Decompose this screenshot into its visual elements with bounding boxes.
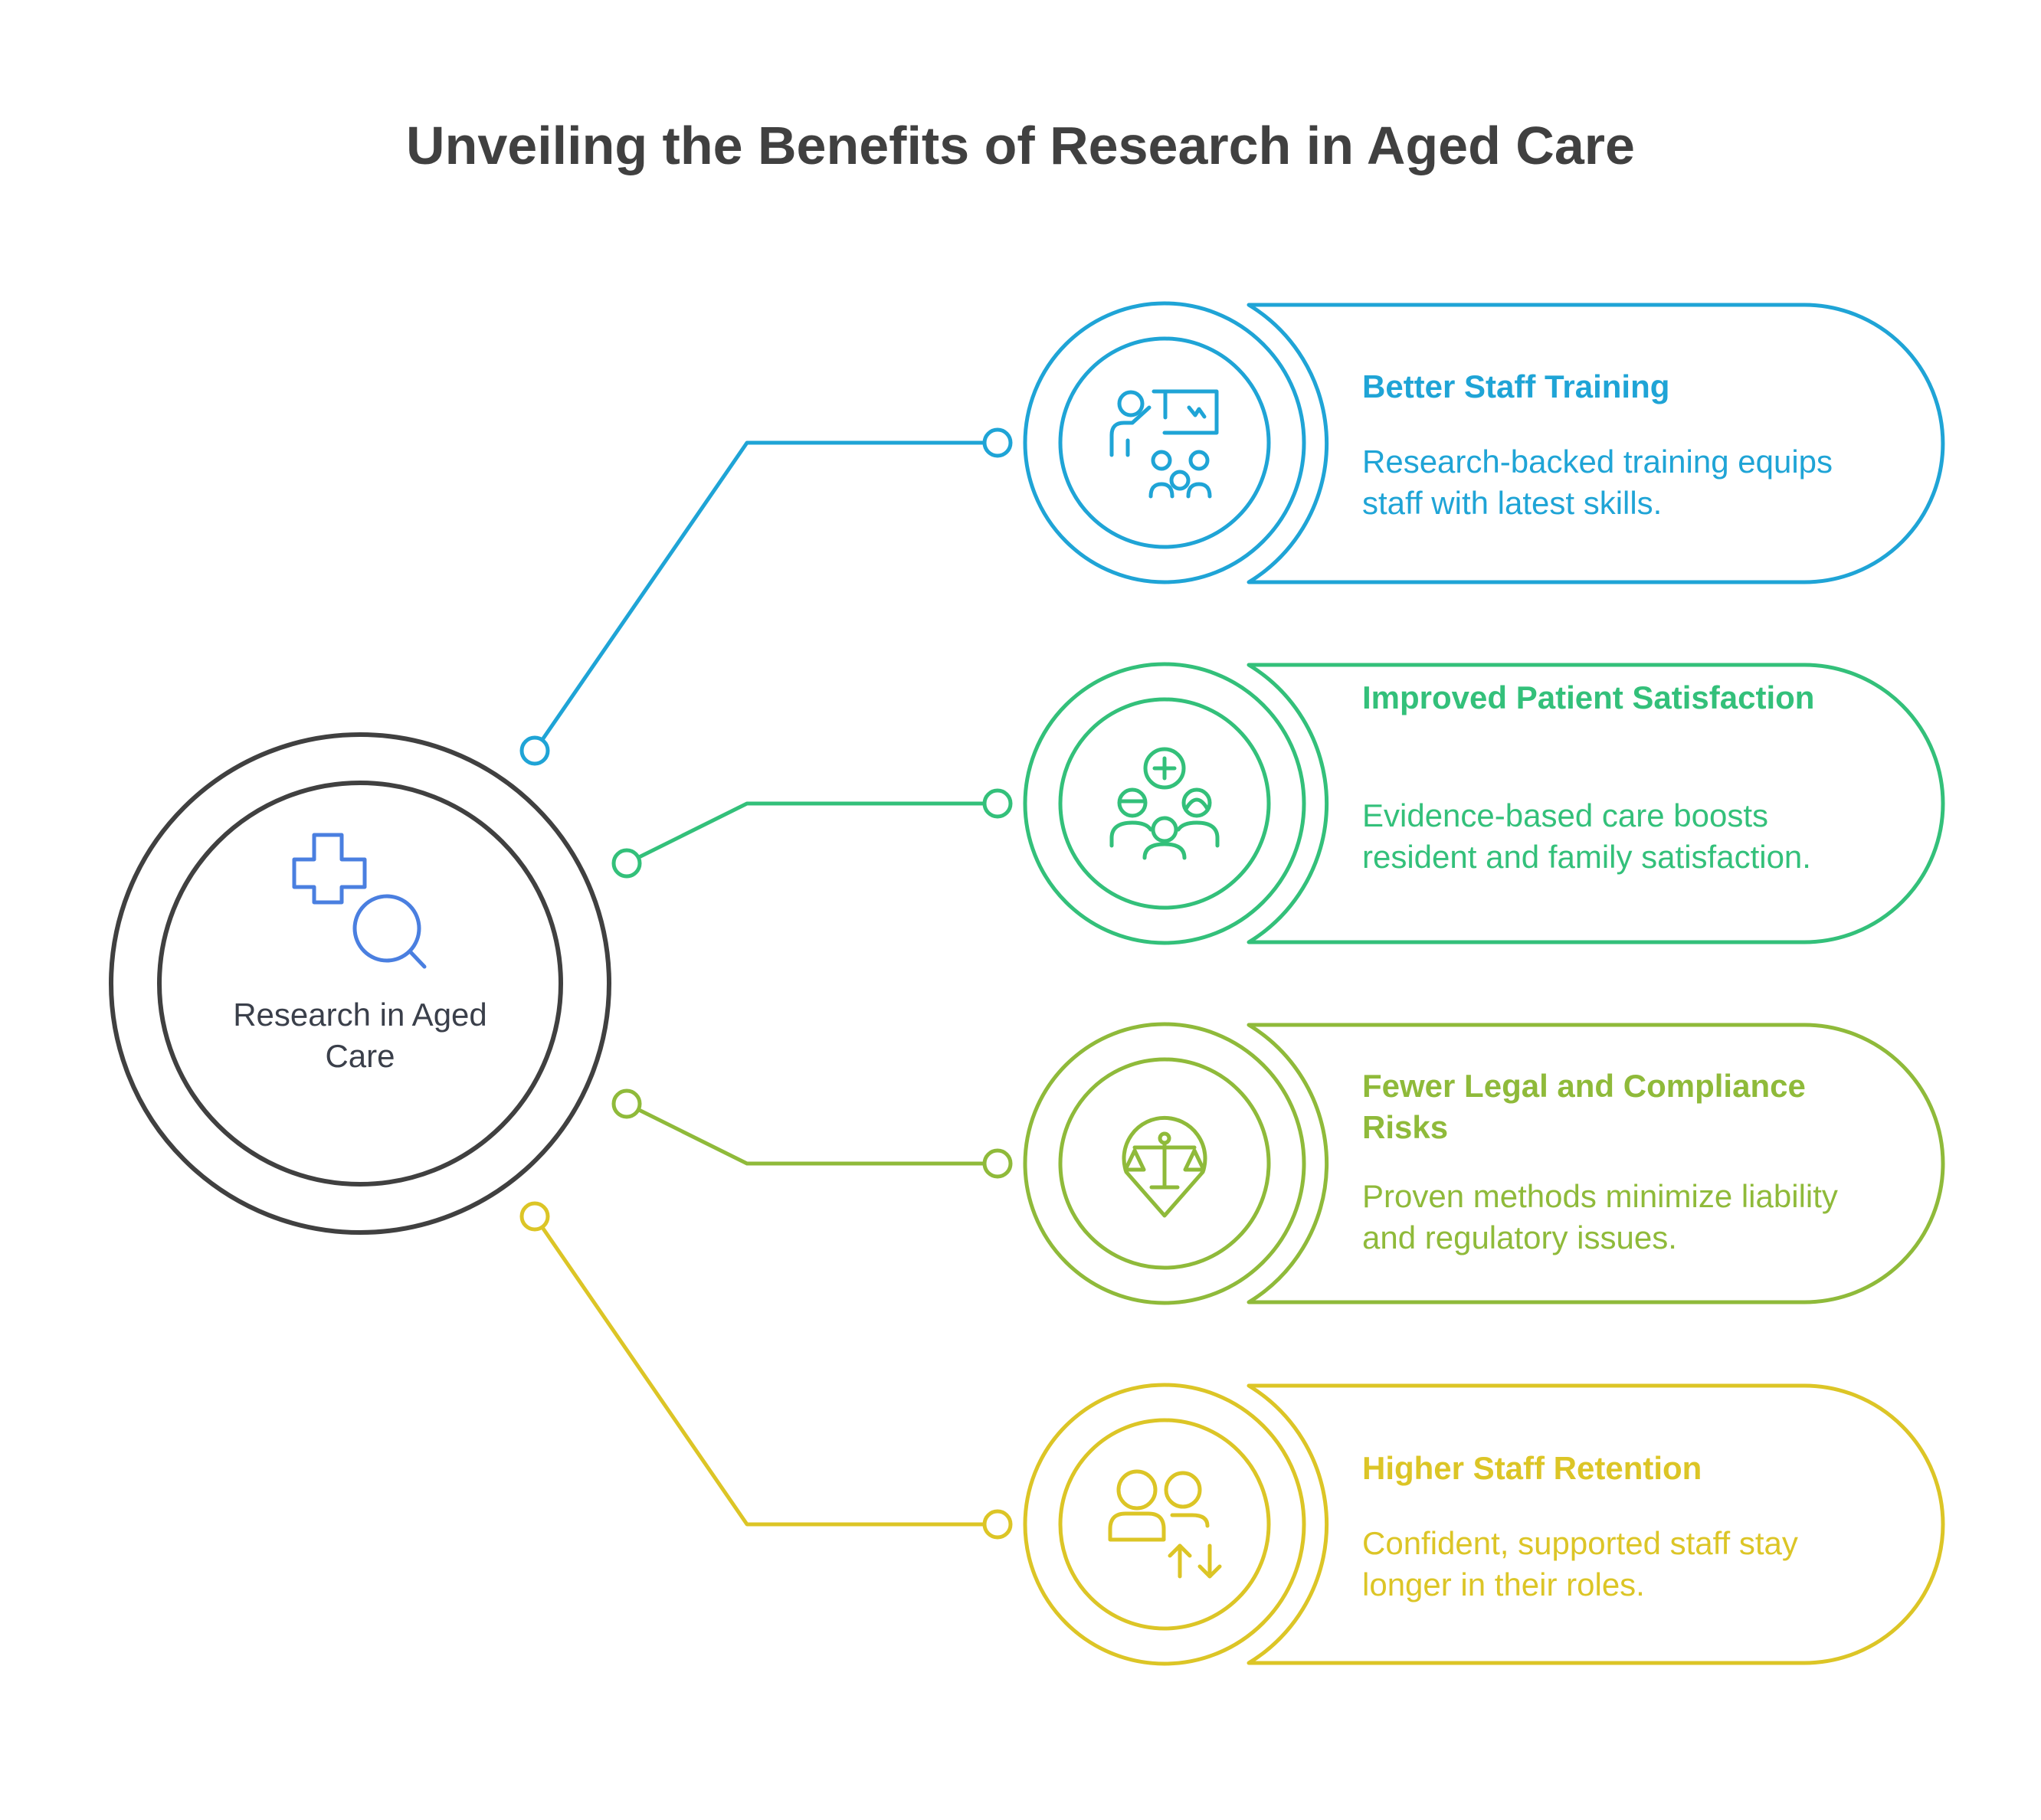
icon-outer-ring-4 [1023, 1383, 1306, 1666]
item-title-3: Fewer Legal and Compliance Risks [1362, 1068, 1806, 1145]
icon-inner-ring-2 [1058, 697, 1271, 910]
connector-dot-start-2 [611, 848, 642, 879]
card-outline-3 [1247, 1023, 1945, 1304]
card-outline-2 [1247, 663, 1945, 944]
hub-label: Research in Aged Care [233, 997, 487, 1074]
item-description-3: Proven methods minimize liability and re… [1362, 1178, 1838, 1255]
item-description-4: Confident, supported staff stay longer i… [1362, 1525, 1798, 1602]
page-title: Unveiling the Benefits of Research in Ag… [406, 116, 1635, 175]
connector-dot-end-4 [982, 1509, 1013, 1540]
icon-inner-ring-3 [1058, 1057, 1271, 1270]
connector-dot-start-3 [611, 1088, 642, 1119]
teacher-presentation-icon [1109, 389, 1219, 499]
item-description-1: Research-backed training equips staff wi… [1362, 444, 1833, 521]
card-outline-1 [1247, 303, 1945, 584]
icon-inner-ring-4 [1058, 1418, 1271, 1631]
icon-outer-ring-2 [1023, 662, 1306, 945]
item-title-2: Improved Patient Satisfaction [1362, 679, 1815, 715]
connector-line-4 [532, 1215, 998, 1527]
connector-dot-end-2 [982, 788, 1013, 819]
staff-exchange-icon [1108, 1469, 1222, 1579]
connector-dot-end-3 [982, 1148, 1013, 1179]
icon-outer-ring-3 [1023, 1022, 1306, 1305]
item-title-1: Better Staff Training [1362, 368, 1670, 404]
connector-dot-end-1 [982, 427, 1013, 458]
connector-line-1 [532, 440, 998, 752]
icon-outer-ring-1 [1023, 301, 1306, 584]
legal-scale-icon [1122, 1115, 1207, 1218]
item-description-2: Evidence-based care boosts resident and … [1362, 797, 1811, 875]
icon-inner-ring-1 [1058, 336, 1271, 549]
item-title-4: Higher Staff Retention [1362, 1450, 1702, 1486]
connector-line-3 [625, 1101, 998, 1166]
hub-inner-ring [157, 781, 563, 1187]
patient-care-group-icon [1109, 747, 1220, 860]
hub-outer-ring [109, 732, 611, 1235]
connector-dot-start-1 [519, 735, 550, 766]
medical-research-icon [292, 833, 427, 969]
connector-dot-start-4 [519, 1201, 550, 1232]
connector-line-2 [625, 801, 998, 866]
card-outline-4 [1247, 1383, 1945, 1665]
